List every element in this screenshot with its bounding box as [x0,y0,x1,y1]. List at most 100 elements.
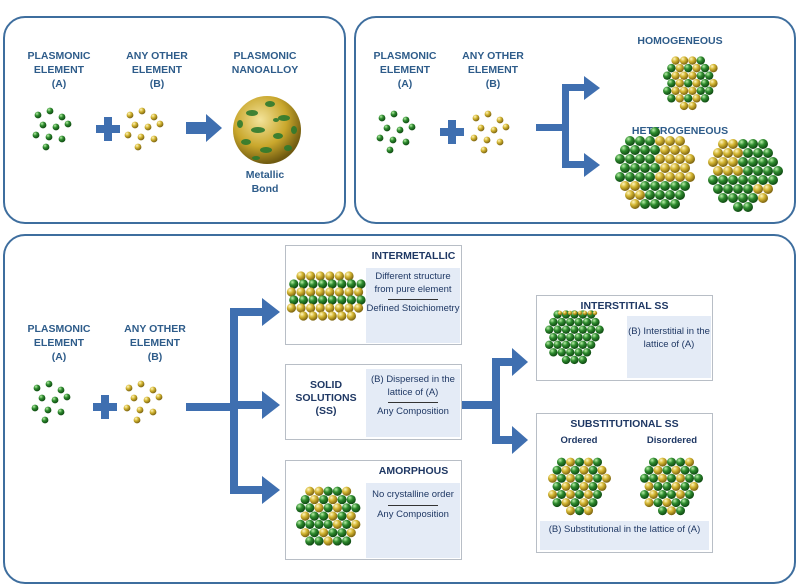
intermetallic-description: Different structure from pure element De… [366,268,460,343]
atom-b-icon [679,56,689,65]
atom-a-icon [553,325,562,334]
atom-a-icon [645,154,655,164]
atom-a-icon [676,506,685,516]
atom-b-icon [660,163,670,173]
atom-b-icon [675,63,684,73]
atom-a-icon [684,79,693,88]
atom-a-icon [753,166,763,176]
atom-a-icon [667,457,676,467]
atom-b-icon [337,311,347,321]
atom-b-icon [688,101,697,111]
atom-a-icon [574,348,583,357]
atom-b-icon [685,172,695,182]
atom-b-icon [566,457,575,467]
arrow-icon [186,114,222,142]
atom-a-icon [33,384,41,392]
atom-a-icon [296,503,306,513]
atom-b-icon [354,303,364,313]
panel2-element-b-label: ANY OTHER ELEMENT (B) [462,50,524,90]
atom-a-icon [57,408,65,416]
atom-a-icon [337,279,347,289]
atom-a-icon [620,145,630,155]
atom-a-icon [718,193,728,203]
atom-a-icon [635,154,645,164]
atom-a-icon [64,120,72,128]
atom-b-icon [584,506,593,516]
atom-a-icon [356,295,366,305]
atom-a-icon [733,202,743,212]
atom-a-icon [32,131,40,139]
atom-a-icon [663,71,672,80]
atom-a-icon [570,481,580,491]
atom-b-icon [675,94,684,103]
atom-a-icon [318,295,328,305]
atom-a-icon [728,193,738,203]
atom-b-icon [470,134,478,142]
atom-a-icon [593,457,602,467]
atom-a-icon [575,490,584,499]
atom-a-icon [319,511,329,521]
atom-b-icon [709,79,718,88]
atom-b-icon [692,94,701,103]
atom-b-icon [763,184,773,194]
atom-a-icon [650,127,660,137]
atom-b-icon [671,86,680,96]
atom-a-icon [640,473,649,483]
atom-a-icon [298,295,308,305]
atom-b-icon [665,136,675,146]
atom-a-icon [566,348,575,357]
atom-b-icon [635,190,645,200]
atom-a-icon [386,146,394,154]
amorphous-separator [388,504,438,506]
atom-a-icon [552,498,562,508]
atom-a-icon [640,199,650,209]
atom-a-icon [308,295,318,305]
atom-a-icon [389,136,397,144]
atom-b-icon [480,146,488,154]
atom-a-icon [640,490,649,499]
atom-b-icon [484,110,492,118]
atom-a-icon [655,190,665,200]
atom-a-icon [561,340,571,349]
atom-a-icon [591,333,600,342]
atom-a-icon [696,56,705,65]
atom-b-icon [671,481,681,491]
panel1-result-label: PLASMONIC NANOALLOY [231,50,299,76]
branch-arrow-icon [536,76,600,177]
atom-b-icon [577,310,583,316]
atom-b-icon [602,473,611,483]
atom-b-icon [143,396,151,404]
atom-a-icon [593,473,602,483]
atom-a-icon [346,494,356,505]
atom-a-icon [308,279,318,289]
atom-a-icon [300,494,310,505]
atom-b-icon [354,287,364,297]
atom-b-icon [562,310,568,316]
atom-a-icon [625,154,635,164]
atom-b-icon [134,143,142,151]
atom-b-icon [346,528,356,538]
atom-a-icon [650,199,660,209]
atom-b-icon [286,287,296,297]
atom-b-icon [334,287,344,297]
atom-a-icon [650,145,660,155]
atom-a-icon [700,79,710,88]
interstitial-box: INTERSTITIAL SS (B) Interstitial in the … [536,295,713,381]
atom-b-icon [671,56,680,65]
atom-a-icon [680,498,690,508]
atom-a-icon [323,503,333,513]
atom-a-icon [708,175,718,185]
atom-a-icon [653,481,663,491]
atom-b-icon [483,136,491,144]
atom-a-icon [578,355,587,365]
atom-b-icon [327,311,337,321]
plus-icon [96,117,120,141]
atom-a-icon [44,406,52,414]
atom-b-icon [709,63,718,73]
atom-a-icon [680,465,690,475]
atom-b-icon [692,79,701,88]
solid-solutions-desc-composition: Any Composition [377,406,449,417]
atom-b-icon [649,490,658,499]
atom-b-icon [496,116,504,124]
atom-a-icon [557,473,566,483]
